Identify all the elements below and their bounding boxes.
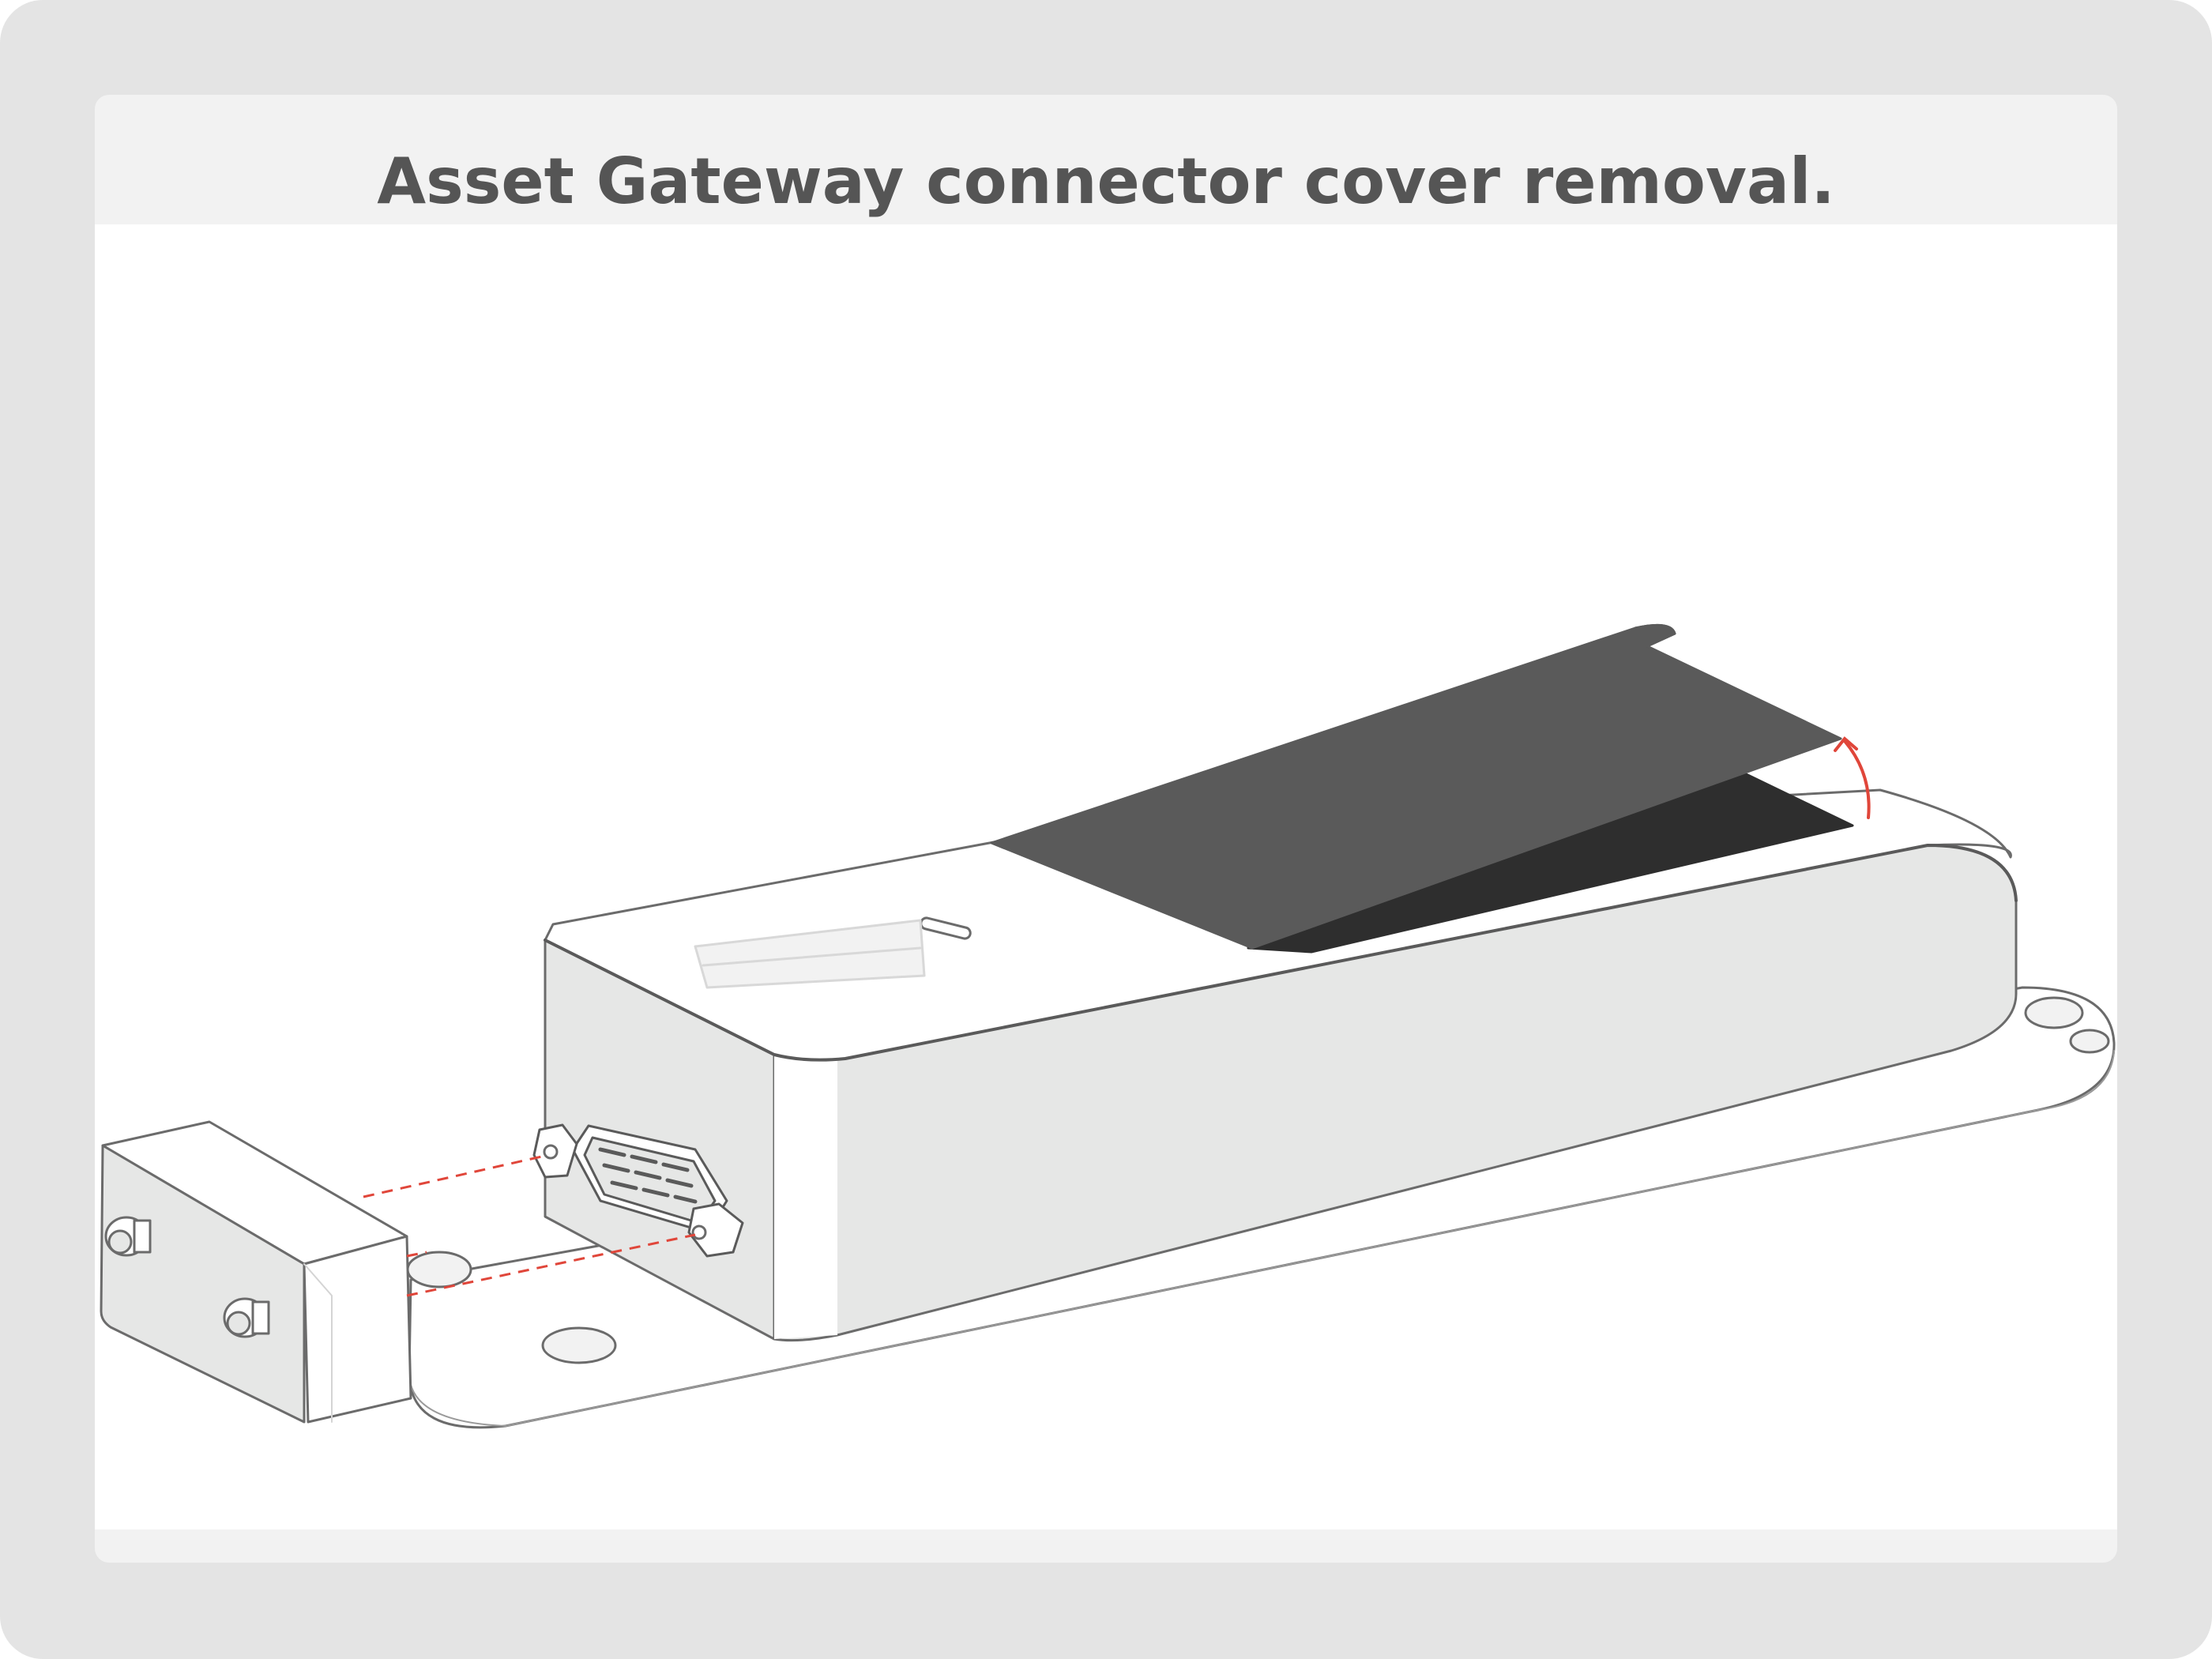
mounting-hole (2069, 1029, 2110, 1054)
connector-cap-end (303, 1235, 412, 1424)
housing-top-rim (544, 844, 2018, 1062)
curved-arrow-up-icon (1834, 736, 1871, 819)
alignment-guides (363, 1154, 696, 1297)
cover-tab (1634, 623, 1676, 648)
mounting-hole (541, 1326, 617, 1364)
dsub-connector (532, 1123, 744, 1258)
kit-label (694, 919, 926, 989)
mounting-hole (406, 1251, 472, 1288)
mounting-hole (2024, 996, 2084, 1029)
cap-screw (223, 1297, 270, 1338)
connector-cap-front (100, 1144, 306, 1424)
housing-side-highlight (774, 1055, 837, 1339)
figure-title: Asset Gateway connector cover removal. (377, 145, 1835, 218)
mounting-plate-edge (408, 1050, 2115, 1427)
cap-screw (104, 1216, 152, 1257)
